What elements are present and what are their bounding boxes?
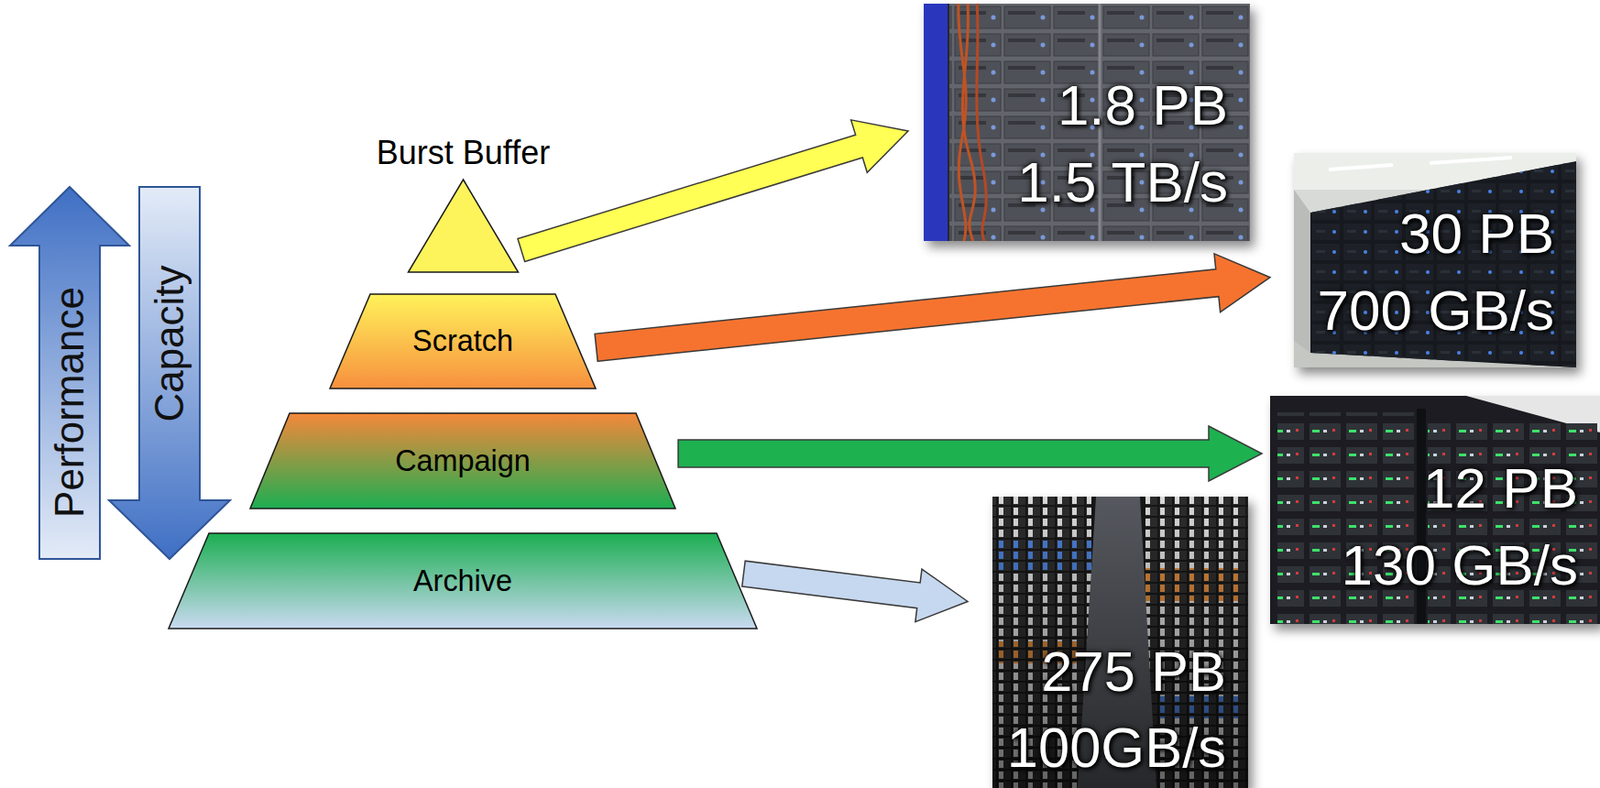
storage-photo: 275 PB100GB/s (992, 496, 1249, 788)
tier-label: Archive (168, 564, 757, 599)
tier-label: Scratch (329, 324, 596, 359)
storage-spec: 30 PB (1317, 195, 1555, 273)
axis-label: Performance (47, 286, 92, 518)
scratch-photo (1293, 153, 1577, 368)
block-arrow (594, 253, 1271, 362)
storage-photo: 12 PB130 GB/s (1270, 395, 1600, 625)
burst-buffer-tier: Burst Buffer (345, 130, 581, 274)
storage-photo: 1.8 PB1.5 TB/s (923, 3, 1250, 242)
block-arrow (517, 120, 909, 263)
tier-outline (168, 533, 757, 629)
tier-outline (408, 179, 519, 273)
scratch-tier: Scratch (329, 294, 596, 390)
text-group: Campaign (250, 444, 676, 479)
text-group: Burst Buffer (345, 133, 581, 172)
block-arrow (678, 426, 1262, 482)
capacity-arrow: Capacity (106, 183, 233, 563)
text-group: 275 PB100GB/s (1007, 633, 1227, 786)
storage-photo: 30 PB700 GB/s (1293, 153, 1577, 368)
text-group: Performance (47, 286, 92, 518)
archive-tier: Archive (168, 533, 757, 630)
axis-label: Capacity (147, 264, 192, 422)
storage-spec: 1.8 PB (1017, 66, 1228, 144)
text-group: Archive (168, 564, 757, 599)
storage-spec: 1.5 TB/s (1017, 143, 1228, 221)
storage-spec: 12 PB (1341, 449, 1579, 527)
storage-spec: 100GB/s (1007, 709, 1227, 786)
text-group: Capacity (147, 264, 192, 422)
campaign-tier: Campaign (250, 413, 676, 510)
storage-spec: 130 GB/s (1341, 526, 1579, 604)
text-group: Scratch (329, 324, 596, 359)
storage-spec: 700 GB/s (1317, 272, 1555, 350)
tier-label: Burst Buffer (345, 133, 581, 172)
arrow-outline (109, 186, 231, 559)
tier-label: Campaign (250, 444, 676, 479)
block-arrow (742, 560, 968, 622)
tier-outline (250, 413, 676, 509)
text-group: 12 PB130 GB/s (1341, 449, 1579, 603)
archive-photo (992, 496, 1249, 788)
performance-arrow: Performance (7, 183, 132, 563)
storage-spec: 275 PB (1007, 633, 1227, 710)
burst-buffer-photo (923, 3, 1250, 242)
tier-outline (329, 294, 596, 389)
text-group: 30 PB700 GB/s (1317, 195, 1555, 349)
campaign-photo (1270, 395, 1600, 625)
text-group: 1.8 PB1.5 TB/s (1017, 66, 1228, 220)
